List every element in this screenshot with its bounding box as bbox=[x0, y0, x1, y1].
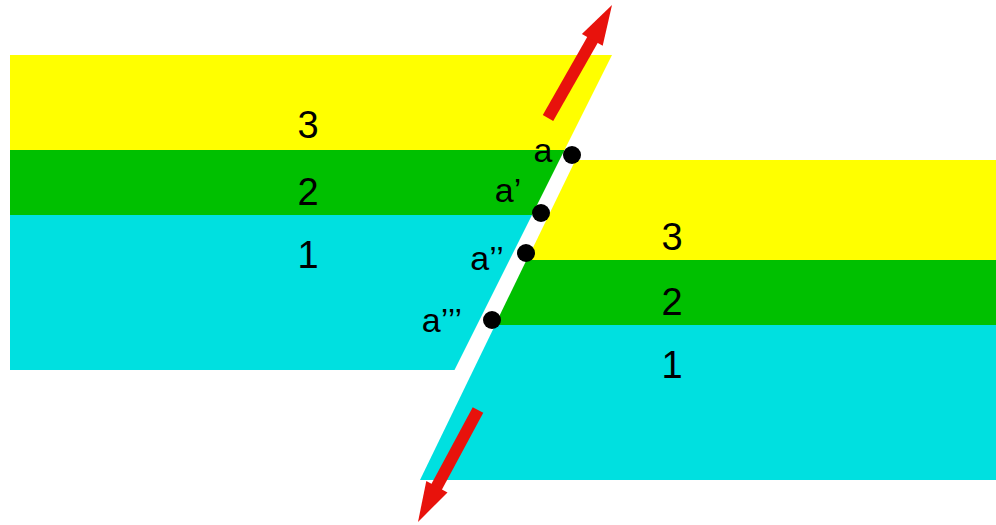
band-shape bbox=[495, 260, 996, 325]
rock-layer-band: 3 bbox=[527, 160, 996, 260]
point-label: a’’’ bbox=[422, 303, 462, 337]
fault-arrow-up bbox=[548, 5, 612, 118]
layer-number: 3 bbox=[661, 218, 682, 256]
band-shape bbox=[10, 55, 612, 150]
layer-number: 2 bbox=[297, 173, 318, 211]
rock-layer-band: 2 bbox=[495, 260, 996, 325]
rock-layer-band: 1 bbox=[10, 215, 532, 370]
band-shape bbox=[420, 325, 996, 480]
arrow-head bbox=[582, 5, 612, 46]
band-shape bbox=[10, 150, 565, 215]
arrow-head bbox=[418, 481, 448, 522]
label-anchor: a’ bbox=[0, 0, 26, 34]
label-anchor: a bbox=[0, 0, 19, 34]
label-anchor: a’’ bbox=[0, 0, 33, 34]
rock-layer-band: 2 bbox=[10, 150, 565, 215]
fault-arrow-down bbox=[418, 410, 478, 522]
band-shape bbox=[527, 160, 996, 260]
point-label: a bbox=[534, 133, 553, 167]
point-label: a’ bbox=[495, 173, 521, 207]
band-outline bbox=[10, 215, 532, 370]
label-anchor: a’’’ bbox=[0, 0, 40, 34]
layer-number: 3 bbox=[297, 106, 318, 144]
band-outline bbox=[10, 150, 565, 215]
marker-dot bbox=[483, 311, 501, 329]
band-outline bbox=[527, 160, 996, 260]
layer-number: 1 bbox=[661, 346, 682, 384]
band-outline bbox=[495, 260, 996, 325]
marker-dot bbox=[517, 244, 535, 262]
rock-layer-band: 3 bbox=[10, 55, 612, 150]
layer-number: 1 bbox=[297, 236, 318, 274]
layer-number: 2 bbox=[661, 283, 682, 321]
marker-dot bbox=[563, 146, 581, 164]
arrow-shaft bbox=[436, 410, 478, 488]
rock-layer-band: 1 bbox=[420, 325, 996, 480]
marker-dot bbox=[532, 204, 550, 222]
point-label: a’’ bbox=[470, 241, 503, 275]
arrow-shaft bbox=[548, 39, 593, 118]
band-shape bbox=[10, 215, 532, 370]
band-outline bbox=[420, 325, 996, 480]
